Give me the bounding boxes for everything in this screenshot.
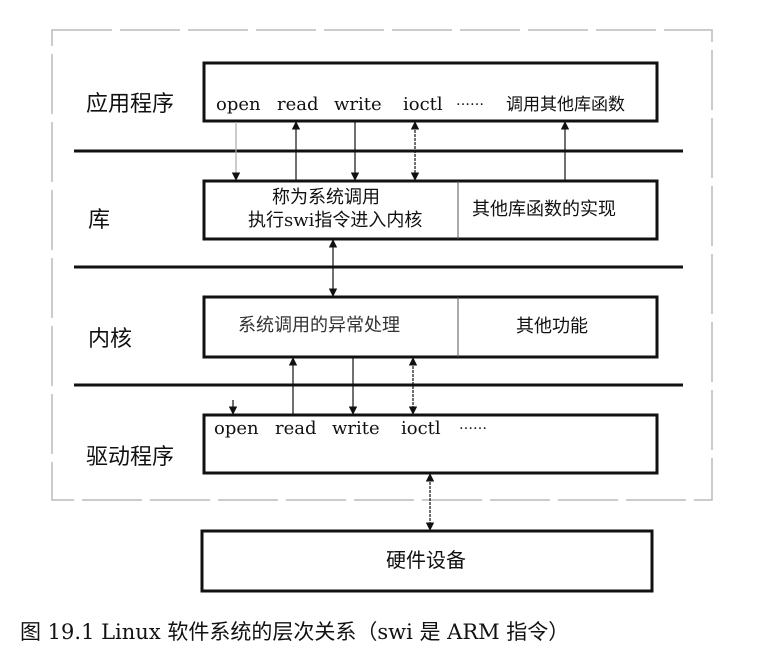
- app-call-other: 调用其他库函数: [506, 95, 625, 115]
- app-call-write: write: [334, 94, 382, 115]
- hardware-box: [200, 529, 654, 593]
- lib-syscall-line2: 执行swi指令进入内核: [248, 210, 423, 231]
- app-call-open: open: [216, 94, 261, 115]
- kernel-box: [202, 295, 659, 359]
- kernel-other: 其他功能: [516, 316, 588, 337]
- app-call-read: read: [277, 94, 319, 115]
- lib-syscall-line1: 称为系统调用: [272, 187, 380, 208]
- driver-call-ioctl: ioctl: [401, 418, 441, 439]
- driver-call-write: write: [332, 418, 380, 439]
- app-call-ioctl: ioctl: [403, 94, 443, 115]
- driver-call-open: open: [214, 418, 259, 439]
- lib-box: [202, 179, 659, 241]
- app-call-ellipsis: ……: [456, 93, 484, 109]
- kernel-exception: 系统调用的异常处理: [238, 315, 400, 336]
- hardware-label: 硬件设备: [386, 548, 466, 572]
- app-box: [202, 61, 659, 123]
- figure-caption: 图 19.1 Linux 软件系统的层次关系（swi 是 ARM 指令）: [20, 620, 570, 644]
- layer-label-lib: 库: [88, 208, 111, 233]
- layer-label-kernel: 内核: [88, 327, 133, 352]
- software-frame: [51, 29, 713, 501]
- driver-call-ellipsis: ……: [459, 417, 487, 433]
- driver-box: [202, 413, 659, 475]
- layer-label-app: 应用程序: [86, 92, 175, 117]
- driver-call-read: read: [275, 418, 317, 439]
- lib-other: 其他库函数的实现: [472, 199, 616, 220]
- layer-label-driver: 驱动程序: [86, 445, 175, 470]
